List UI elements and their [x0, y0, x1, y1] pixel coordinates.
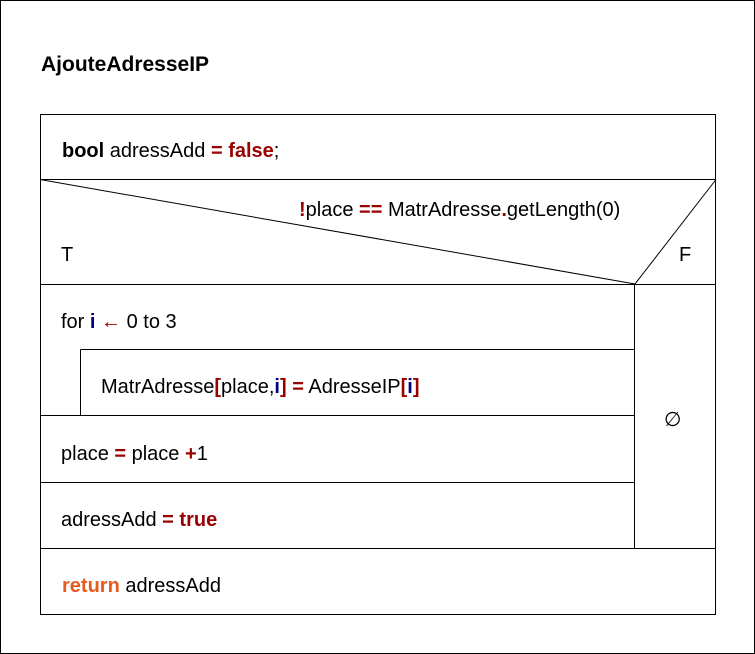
return-statement: return adressAdd	[62, 575, 221, 597]
condition-right-diagonal	[634, 179, 717, 285]
assign-statement: adressAdd = true	[61, 509, 218, 531]
type-keyword: bool	[62, 140, 105, 162]
false-branch-label: F	[679, 244, 692, 266]
structogram-frame	[40, 114, 716, 615]
diagram-title: AjouteAdresseIP	[41, 53, 210, 76]
assign-arrow: ←	[95, 311, 127, 333]
increment-statement: place = place +1	[61, 443, 208, 465]
loop-variable: i	[89, 311, 96, 333]
return-keyword: return	[62, 575, 120, 597]
true-branch-label: T	[61, 244, 74, 266]
false-literal: false	[228, 140, 274, 162]
true-literal: true	[179, 509, 218, 531]
declaration-statement: bool adressAdd = false;	[62, 140, 280, 162]
loop-body-statement: MatrAdresse[place,i] = AdresseIP[i]	[101, 376, 420, 398]
condition-expression: !place == MatrAdresse.getLength(0)	[299, 199, 621, 221]
condition-left-diagonal	[39, 179, 636, 285]
empty-set-icon: ∅	[664, 409, 682, 431]
for-loop-header: for i ← 0 to 3	[61, 311, 177, 333]
